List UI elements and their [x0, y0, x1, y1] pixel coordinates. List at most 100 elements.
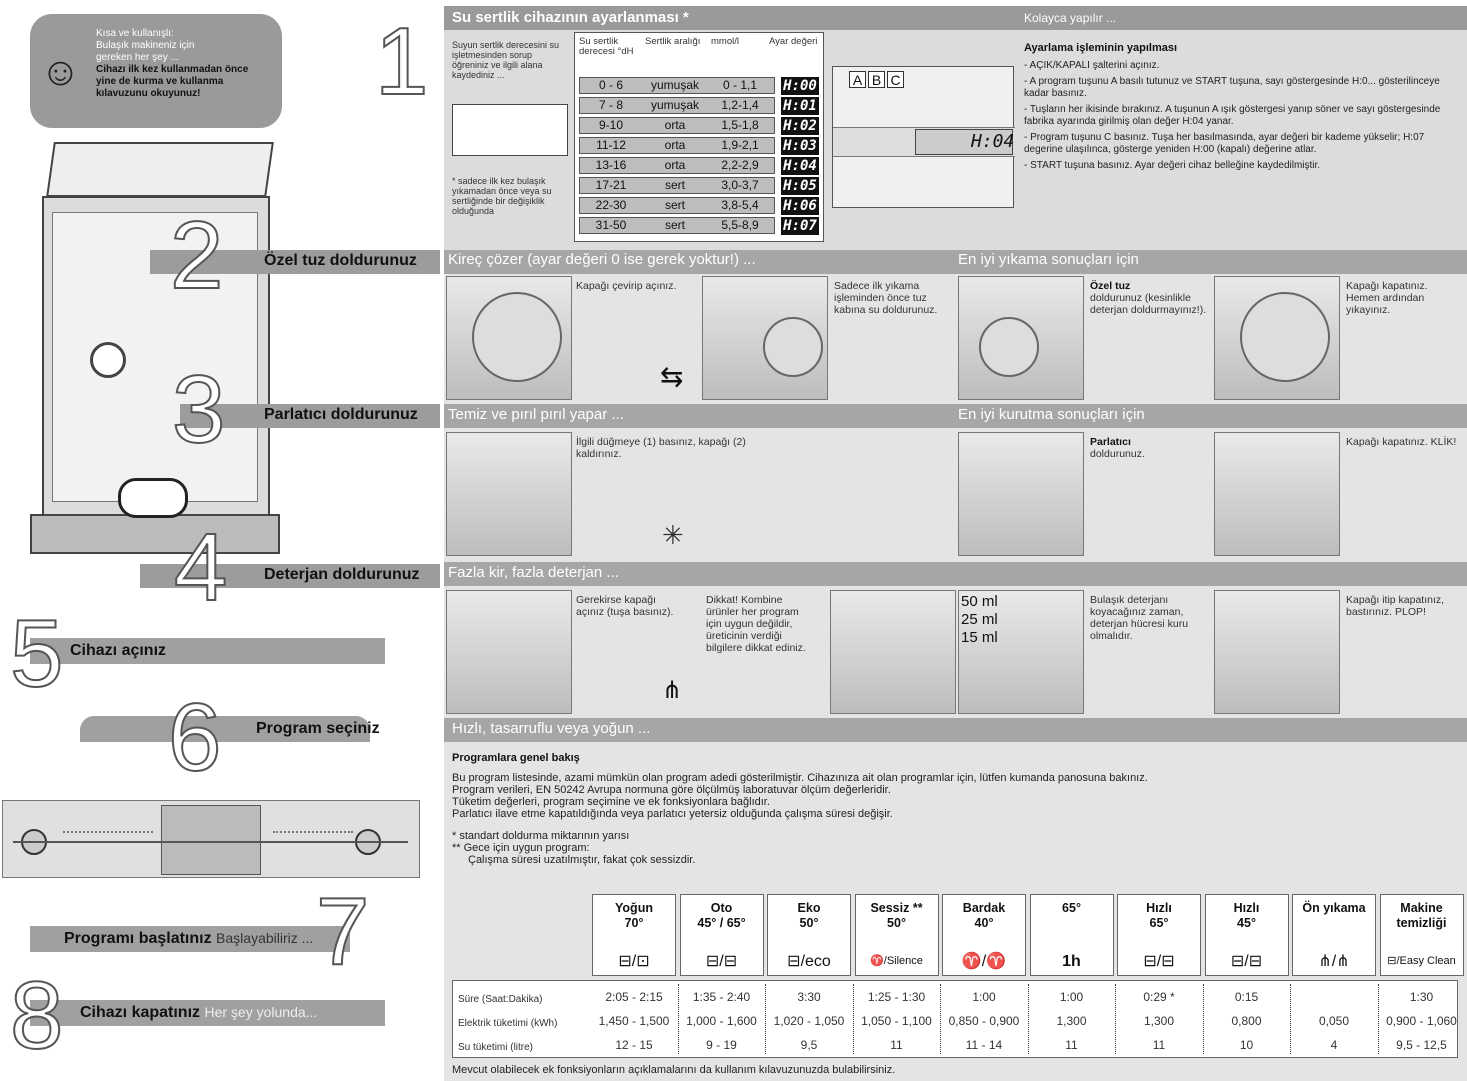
section2-band: [444, 250, 1467, 274]
section6-footer: Mevcut olabilecek ek fonksiyonların açık…: [452, 1064, 896, 1076]
program-water: 10: [1239, 1038, 1254, 1052]
program-name: Bardak: [962, 901, 1006, 915]
program-kwh: 1,300: [1056, 1014, 1087, 1028]
hardness-setting: H:06: [781, 197, 819, 215]
hardness-table: Su sertlik derecesi °dH Sertlik aralığı …: [574, 32, 824, 242]
overview-para: Bu program listesinde, azami mümkün olan…: [452, 772, 1148, 784]
howto-list: - AÇIK/KAPALI şalterini açınız. - A prog…: [1024, 60, 1454, 172]
ml50-label: 50 ml: [961, 593, 998, 610]
program-kwh: 1,450 - 1,500: [598, 1014, 670, 1028]
overview-para: Tüketim değerleri, program seçimine ve e…: [452, 796, 770, 808]
hardness-setting: H:00: [781, 77, 819, 95]
section1-left-text: Suyun sertlik derecesini su işletmesinde…: [452, 40, 560, 80]
program-water: 4: [1330, 1038, 1338, 1052]
rinse-fill-image: [958, 432, 1084, 556]
overview-note: Çalışma süresi uzatılmıştır, fakat çok s…: [468, 854, 696, 866]
rinse-text-3: Kapağı kapatınız. KLİK!: [1346, 436, 1457, 448]
column-divider: [1202, 984, 1204, 1054]
hardness-mmol: 1,2-1,4: [721, 98, 759, 112]
step-number-4: 4: [173, 514, 228, 621]
program-temp: 45° / 65°: [697, 916, 746, 930]
program-temp: 70°: [624, 916, 644, 930]
dishwasher-illustration: [30, 142, 280, 572]
program-kwh: 0,850 - 0,900: [948, 1014, 1020, 1028]
hardness-dh: 7 - 8: [598, 98, 623, 112]
button-b-label: B: [868, 71, 885, 88]
column-divider: [1377, 984, 1379, 1054]
detergent-text-2: Dikkat! Kombine ürünler her program için…: [706, 594, 806, 654]
hardness-dh: 11-12: [596, 138, 626, 152]
salt-text-3: Özel tuz doldurunuz (kesinlikle deterjan…: [1090, 280, 1208, 316]
hardness-mmol: 3,0-3,7: [721, 178, 759, 192]
program-time: 0:29 *: [1143, 990, 1175, 1004]
howto-item: - AÇIK/KAPALI şalterini açınız.: [1024, 60, 1160, 71]
hardness-mmol: 1,5-1,8: [721, 118, 759, 132]
hardness-entry-box[interactable]: [452, 104, 568, 156]
step-number-5: 5: [9, 600, 64, 707]
step6-band: [80, 716, 370, 742]
program-name: Oto: [710, 901, 733, 915]
program-water: 11 - 14: [965, 1038, 1003, 1052]
hardness-range: orta: [664, 118, 686, 132]
hardness-mmol: 5,5-8,9: [721, 218, 759, 232]
hardness-range: sert: [664, 198, 685, 212]
detergent-text-1: Gerekirse kapağı açınız (tuşa basınız).: [576, 594, 674, 618]
salt-close-image: [1214, 276, 1340, 400]
program-kwh: 0,800: [1231, 1014, 1262, 1028]
step-number-6: 6: [167, 684, 222, 791]
step-number-1: 1: [374, 8, 429, 115]
program-icon: ⊟/⊟: [705, 953, 738, 970]
column-divider: [765, 984, 766, 1054]
program-water: 9 - 19: [706, 1038, 737, 1052]
program-icon: ⊟/⊟: [1230, 953, 1263, 970]
program-temp: 50°: [799, 916, 819, 930]
hardness-range: orta: [664, 158, 686, 172]
program-water: 11: [1152, 1038, 1166, 1052]
program-time: 2:05 - 2:15: [605, 990, 663, 1004]
control-panel: [2, 800, 420, 878]
step5-band: [30, 638, 385, 664]
program-kwh: 1,300: [1143, 1014, 1175, 1028]
hardness-mmol: 1,9-2,1: [721, 138, 759, 152]
program-time: 1:30: [1409, 990, 1434, 1004]
hardness-range: orta: [664, 138, 686, 152]
row-label: Su tüketimi (litre): [458, 1042, 534, 1053]
detergent-text-3: Bulaşık deterjanı koyacağınız zaman, det…: [1090, 594, 1189, 642]
hardness-range: yumuşak: [650, 98, 700, 112]
section2-left-title: Kireç çözer (ayar değeri 0 ise gerek yok…: [448, 251, 756, 268]
program-water: 9,5 - 12,5: [1396, 1038, 1447, 1052]
section3-left-title: Temiz ve pırıl pırıl yapar ...: [448, 406, 624, 423]
detergent-tab-image: [830, 590, 956, 714]
arrow-step2: [150, 250, 440, 274]
program-name: Hızlı: [1233, 901, 1260, 915]
step8-sub: Her şey yolunda...: [204, 1004, 318, 1020]
howto-title: Ayarlama işleminin yapılması: [1024, 42, 1178, 54]
program-name: Sessiz **: [870, 901, 923, 915]
column-divider: [940, 984, 941, 1054]
program-water: 11: [1065, 1038, 1078, 1052]
detergent-measure-image: 50 ml 25 ml 15 ml: [958, 590, 1084, 714]
panel-lcd-value: H:04: [971, 131, 1015, 152]
column-divider: [1115, 984, 1116, 1054]
program-icon: 1h: [1062, 953, 1081, 970]
howto-item: - START tuşuna basınız. Ayar değeri ciha…: [1024, 160, 1321, 171]
row-label: Süre (Saat:Dakika): [458, 994, 543, 1005]
program-icon: ⊟/⊡: [618, 953, 650, 970]
intro-line: Kısa ve kullanışlı:: [96, 28, 174, 39]
hardness-row: 11-12 orta 1,9-2,1: [579, 137, 775, 154]
program-time: 0:15: [1234, 990, 1259, 1004]
button-a-label: A: [849, 71, 866, 88]
step5-title: Cihazı açınız: [70, 642, 167, 659]
step7-title: Programı başlatınız Başlayabiliriz ...: [64, 930, 313, 948]
program-temp: temizliği: [1396, 916, 1447, 930]
program-kwh: 1,020 - 1,050: [773, 1014, 845, 1028]
hardness-mmol: 2,2-2,9: [721, 158, 759, 172]
hardness-setting: H:03: [781, 137, 819, 155]
hardness-setting: H:02: [781, 117, 819, 135]
arrow-step3: [180, 404, 440, 428]
overview-text: Bu program listesinde, azami mümkün olan…: [452, 772, 1452, 866]
program-kwh: 1,000 - 1,600: [686, 1014, 757, 1028]
hardness-range: yumuşak: [650, 78, 700, 92]
